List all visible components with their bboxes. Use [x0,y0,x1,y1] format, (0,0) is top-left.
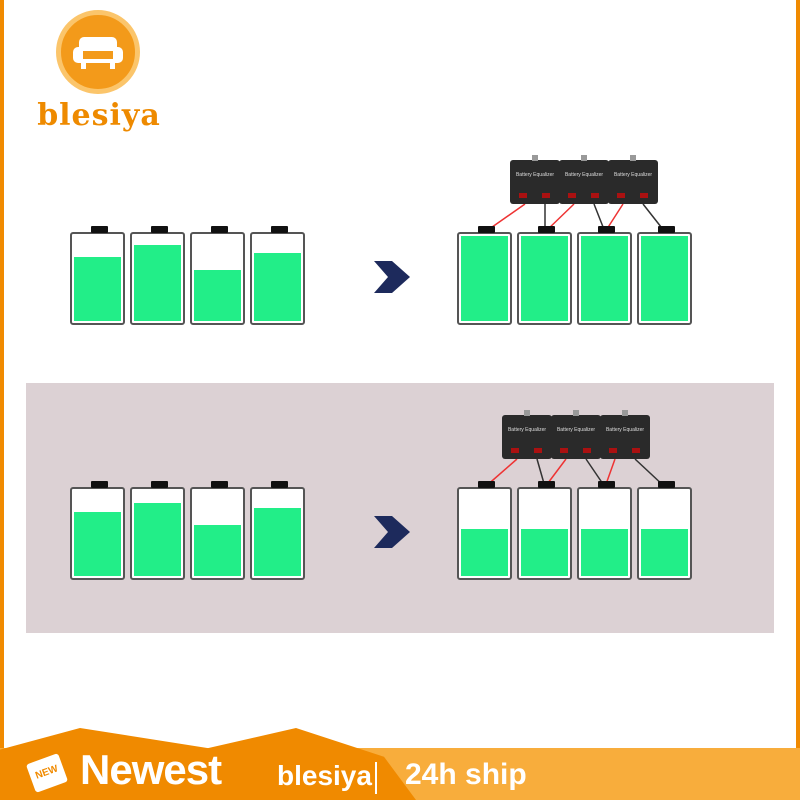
charge-level [641,236,688,321]
before-top-battery [190,226,245,325]
brand-logo: blesiya [14,6,174,136]
charge-level [134,502,181,576]
after-bottom-battery [637,481,692,580]
battery-equalizer-module: Battery Equalizer [600,410,650,459]
before-top-battery [250,226,305,325]
module-label: Battery Equalizer [605,427,645,433]
after-top-battery [457,226,512,325]
battery-equalizer-module: Battery Equalizer [551,410,601,459]
charge-level [461,236,508,321]
banner-separator [375,762,377,794]
charge-level [254,253,301,321]
module-label: Battery Equalizer [515,172,555,178]
module-label: Battery Equalizer [613,172,653,178]
banner-title: Newest [80,746,222,793]
charge-level [74,257,121,321]
module-label: Battery Equalizer [564,172,604,178]
charge-level [254,508,301,576]
after-bottom-battery [517,481,572,580]
before-bottom-battery [190,481,245,580]
charge-level [194,270,241,321]
battery-equalizer-module: Battery Equalizer [608,155,658,204]
before-top-battery [70,226,125,325]
charge-level [134,244,181,321]
battery-equalizer-module: Battery Equalizer [510,155,560,204]
battery-equalizer-module: Battery Equalizer [502,410,552,459]
before-bottom-battery [250,481,305,580]
charge-level [194,525,241,576]
charge-level [581,236,628,321]
before-bottom-battery [70,481,125,580]
before-top-battery [130,226,185,325]
charge-level [641,529,688,576]
charge-level [461,529,508,576]
charge-level [521,236,568,321]
charge-level [74,512,121,576]
arrow-right-icon [370,255,410,299]
banner-brand: blesiya [277,760,372,791]
charge-level [521,529,568,576]
before-bottom-battery [130,481,185,580]
banner-shipping: 24h ship [405,758,527,791]
after-bottom-battery [577,481,632,580]
after-bottom-battery [457,481,512,580]
module-label: Battery Equalizer [556,427,596,433]
battery-equalizer-module: Battery Equalizer [559,155,609,204]
frame-border-left [0,0,4,800]
arrow-right-icon [370,510,410,554]
frame-border-right [796,0,800,800]
after-top-battery [577,226,632,325]
charge-level [581,529,628,576]
after-top-battery [517,226,572,325]
logo-text: blesiya [37,98,161,133]
sofa-icon [56,10,140,94]
module-label: Battery Equalizer [507,427,547,433]
after-top-battery [637,226,692,325]
